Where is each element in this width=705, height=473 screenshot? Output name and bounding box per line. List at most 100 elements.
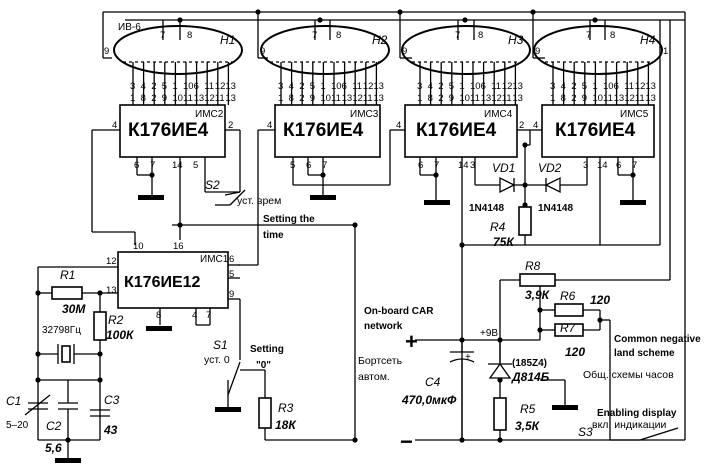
chip-label: К176ИЕ4 (128, 120, 209, 141)
resistor-r1: R1 30М (51, 268, 86, 316)
chip-pin-number: 9 (310, 93, 315, 104)
chip-pin-number: 2 (438, 93, 443, 104)
tube-pin-number: 2 (438, 81, 443, 92)
chip-pin-number: 2 (571, 93, 576, 104)
s2-label: S2 (205, 178, 220, 192)
crystal-quartz: 32798Гц (38, 325, 100, 364)
tube-pin-7: 7 (312, 30, 317, 41)
svg-text:14: 14 (597, 160, 608, 171)
svg-text:8: 8 (156, 310, 161, 321)
tube-pin-number: 5 (582, 81, 587, 92)
chip-pin-number: 13 (342, 93, 353, 104)
svg-text:14: 14 (172, 160, 183, 171)
tube-pin-number: 12 (363, 81, 374, 92)
svg-text:4: 4 (192, 310, 197, 321)
tube-pin-number: 6 (194, 81, 199, 92)
tube-pin-number: 6 (614, 81, 619, 92)
tube-pin-number: 3 (550, 81, 555, 92)
switch-s1[interactable]: S1 уст. 0 Setting "0" (204, 338, 284, 407)
c1-value: 5–20 (6, 420, 29, 431)
chip-wires (91, 129, 660, 440)
r2-value: 100К (106, 328, 135, 342)
minus-terminal: − (400, 429, 413, 454)
tube-pin-number: 10 (183, 81, 194, 92)
r7-label: R7 (560, 321, 577, 335)
tube-pin-number: 11 (352, 81, 362, 92)
tube-type-label: ИВ-6 (118, 22, 141, 33)
svg-text:13: 13 (106, 285, 117, 296)
tube-name-h4: Н4 (640, 33, 656, 47)
tube-pin-number: 5 (162, 81, 167, 92)
chip-pin-number: 9 (449, 93, 454, 104)
svg-text:3: 3 (470, 160, 475, 171)
chip-pin-number: 13 (373, 93, 384, 104)
chip-designator: ИМС3 (350, 109, 379, 120)
tube-h4: 7 8 9 1 Н4 (533, 20, 668, 75)
chip-pin-number: 2 (151, 93, 156, 104)
r3-label: R3 (278, 401, 294, 415)
ground-symbol (552, 405, 578, 410)
tube-pin-8: 8 (336, 30, 341, 41)
r1-value: 30М (62, 302, 86, 316)
chip-label: К176ИЕ12 (124, 274, 201, 291)
r8-label: R8 (525, 259, 541, 273)
svg-text:5: 5 (193, 160, 198, 171)
svg-text:6: 6 (229, 254, 234, 265)
tube-pin-number: 4 (289, 81, 294, 92)
r4-value: 75К (493, 235, 515, 249)
resistor-r4: R4 75К (490, 206, 532, 249)
resistor-r6: R6 120 (554, 289, 610, 317)
switch-s2[interactable]: S2 уст. врем Setting the time (205, 178, 315, 241)
resistor-r3: R3 18К (240, 369, 355, 441)
chip-pin-number: 10 (172, 93, 183, 104)
resistor-r5: R5 3,5К (493, 397, 541, 433)
chip-ims2: К176ИЕ4 ИМС2 (119, 104, 226, 158)
tube-pin-number: 1 (592, 81, 597, 92)
chip-designator: ИМС5 (620, 109, 649, 120)
enable-ru: вкл. индикации (592, 419, 666, 431)
common-ru: Общ. схемы часов (583, 369, 674, 381)
tube-pin-number: 4 (561, 81, 566, 92)
diode-vd2: VD2 1N4148 (525, 161, 573, 214)
tube-pin-number: 10 (603, 81, 614, 92)
tube-pin-number: 5 (449, 81, 454, 92)
tube-h3: 7 8 9 Н3 (401, 20, 531, 75)
chip-pin-number: 13 (512, 93, 523, 104)
vd1-label: VD1 (492, 161, 515, 175)
s2-en-1: Setting the (263, 214, 315, 225)
tube-pin-7: 7 (586, 30, 591, 41)
tube-pin-number: 11 (491, 81, 501, 92)
tube-pin-7: 7 (455, 30, 460, 41)
capacitor-c4: + C4 470,0мкФ (401, 351, 475, 440)
c4-label: C4 (425, 375, 441, 389)
svg-text:16: 16 (173, 241, 184, 252)
r5-value: 3,5К (515, 419, 541, 433)
tube-pin-number: 13 (512, 81, 523, 92)
tube-pin-number: 6 (342, 81, 347, 92)
diode-vd1: VD1 1N4148 (469, 161, 525, 214)
chip-pin-number: 11 (183, 93, 193, 104)
r2-label: R2 (108, 313, 124, 327)
tube-name-h3: Н3 (508, 33, 524, 47)
capacitor-bank: C1 5–20 C2 5,6 C3 43 (6, 379, 120, 458)
pin-label: 4 (396, 120, 401, 131)
svg-text:7: 7 (206, 310, 211, 321)
s1-en-2: "0" (256, 360, 271, 371)
svg-text:7: 7 (632, 160, 637, 171)
switch-s3[interactable]: S3 (578, 425, 679, 441)
tube-pin-number: 3 (417, 81, 422, 92)
chip-pin-number: 12 (491, 93, 502, 104)
car-en-1: On-board CAR (364, 306, 434, 317)
tube-pin-number: 13 (225, 81, 236, 92)
pin-label: 4 (267, 120, 272, 131)
tube-name-h1: Н1 (220, 33, 235, 47)
tube-pin-number: 10 (331, 81, 342, 92)
enable-en: Enabling display (597, 408, 677, 419)
s1-ru: уст. 0 (204, 354, 230, 366)
tube-pin-number: 12 (502, 81, 513, 92)
s1-en-1: Setting (250, 344, 284, 355)
chip-pin-number: 10 (320, 93, 331, 104)
tube-pin-number: 2 (151, 81, 156, 92)
chip-label: К176ИЕ4 (416, 120, 497, 141)
chip-pin-number: 9 (582, 93, 587, 104)
